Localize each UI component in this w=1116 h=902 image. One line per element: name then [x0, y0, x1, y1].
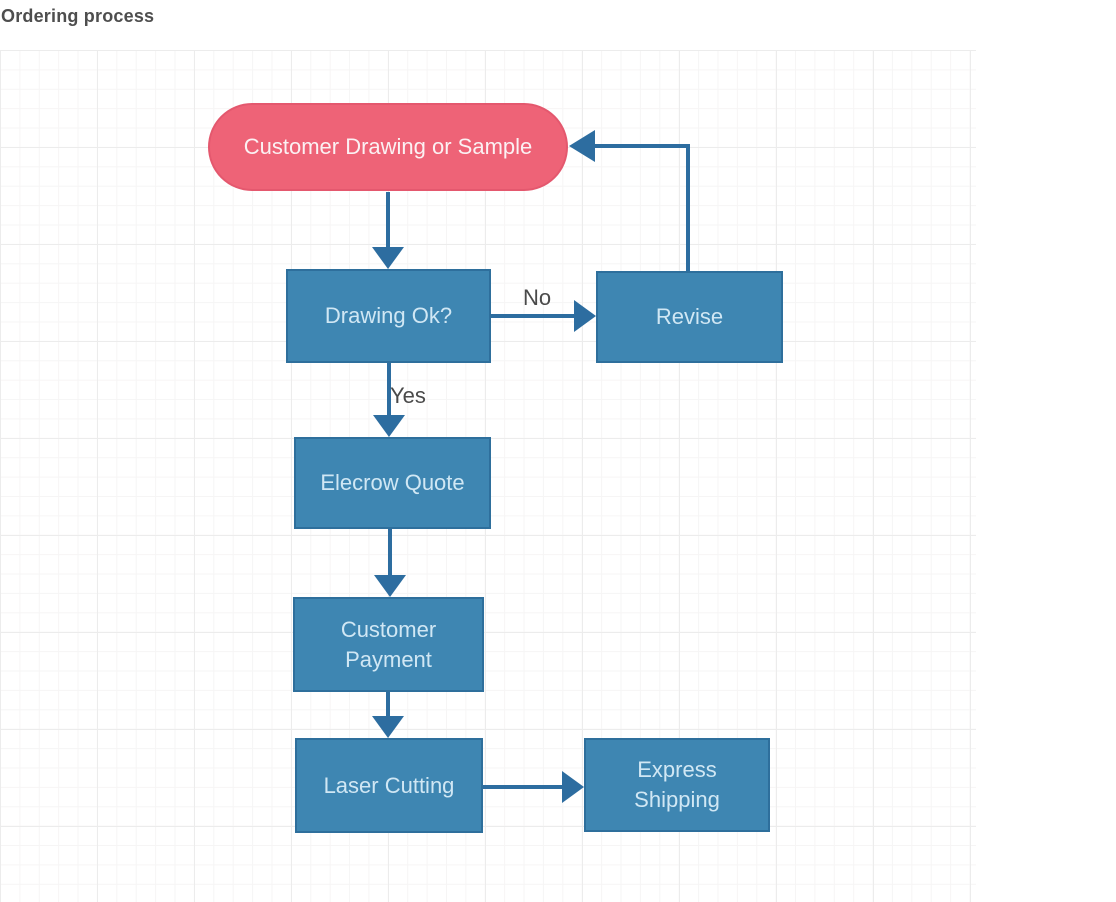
node-customer-payment[interactable]: Customer Payment: [293, 597, 484, 692]
edge-label-yes[interactable]: Yes: [390, 383, 426, 408]
node-label: Laser Cutting: [323, 772, 455, 798]
node-label: Customer Payment: [340, 616, 437, 672]
node-label: Express Shipping: [634, 757, 720, 812]
node-label: Revise: [655, 304, 724, 330]
node-label: Drawing Ok?: [324, 303, 453, 329]
node-drawing-ok[interactable]: Drawing Ok?: [286, 269, 491, 363]
node-customer-drawing-or-sample[interactable]: Customer Drawing or Sample: [208, 103, 568, 191]
node-elecrow-quote[interactable]: Elecrow Quote: [294, 437, 491, 529]
node-label: Customer Drawing or Sample: [243, 134, 533, 160]
node-revise[interactable]: Revise: [596, 271, 783, 363]
node-label: Elecrow Quote: [320, 470, 465, 496]
node-express-shipping[interactable]: Express Shipping: [584, 738, 770, 832]
edge-label-no[interactable]: No: [522, 285, 552, 310]
node-laser-cutting[interactable]: Laser Cutting: [295, 738, 483, 833]
page-title: Ordering process: [1, 6, 155, 26]
